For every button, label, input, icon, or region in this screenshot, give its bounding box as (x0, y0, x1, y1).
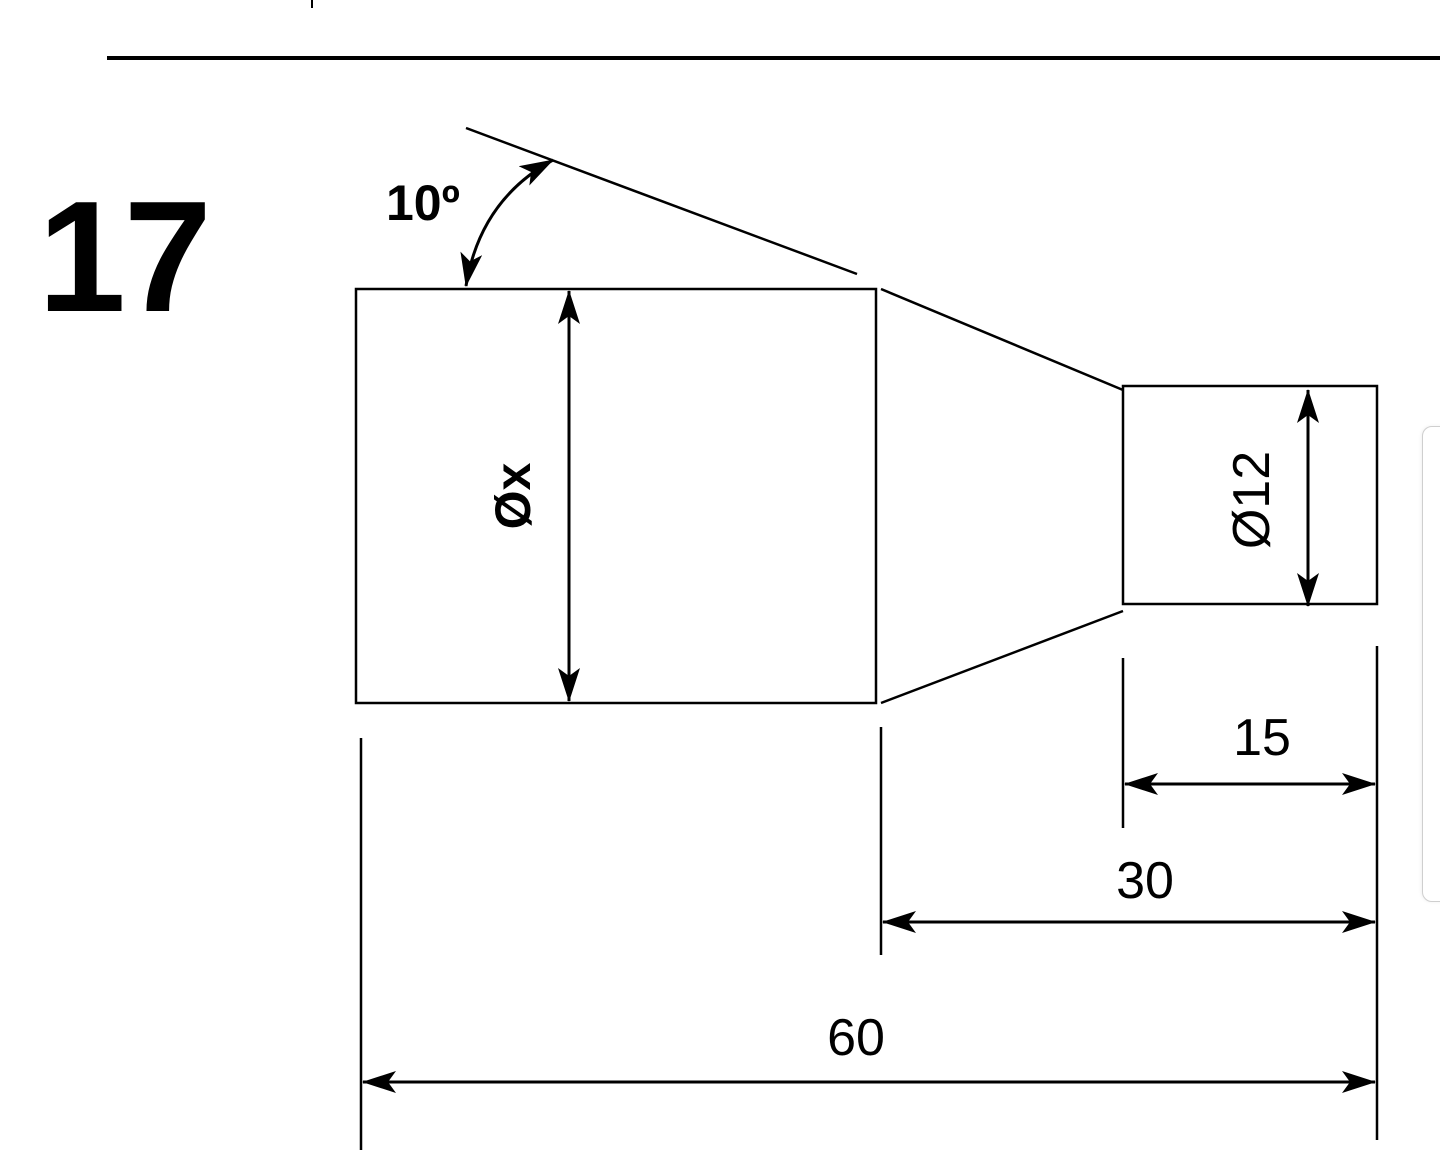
dimension-15-label: 15 (1233, 709, 1291, 767)
large-diameter-label: Øx (485, 462, 541, 529)
large-cylinder (354, 287, 878, 705)
angle-reference-line (465, 126, 858, 276)
angle-label: 10º (386, 175, 460, 231)
taper-bottom-line (880, 609, 1124, 705)
problem-number: 17 (38, 169, 212, 345)
small-diameter-label: Ø12 (1223, 451, 1281, 549)
small-cylinder (1121, 384, 1379, 606)
side-panel-edge[interactable] (1422, 426, 1440, 902)
dimension-60-label: 60 (827, 1009, 885, 1067)
dimension-30-label: 30 (1116, 852, 1174, 910)
taper-top-line (880, 287, 1124, 392)
angle-arc (460, 158, 554, 287)
